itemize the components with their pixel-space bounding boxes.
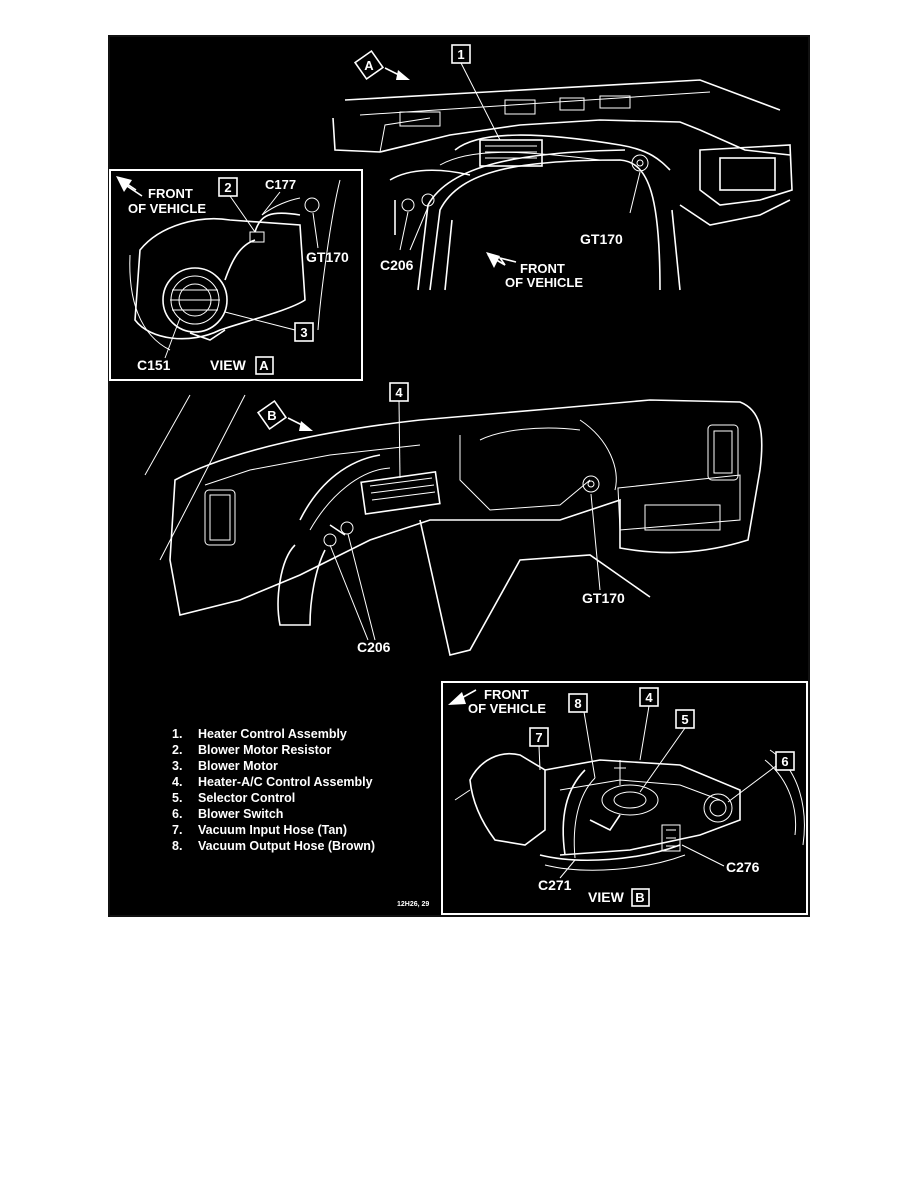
view-a-inset: FRONT OF VEHICLE [109, 169, 363, 381]
legend-text-5: Selector Control [198, 791, 295, 805]
callout-4-panel: 4 [389, 382, 409, 479]
legend-text-2: Blower Motor Resistor [198, 743, 331, 757]
c177-label: C177 [265, 177, 296, 192]
svg-text:2: 2 [224, 180, 231, 195]
svg-text:FRONT: FRONT [484, 687, 529, 702]
svg-text:OF VEHICLE: OF VEHICLE [128, 201, 206, 216]
legend-text-1: Heater Control Assembly [198, 727, 347, 741]
c151-label: C151 [137, 357, 171, 373]
legend-num-5: 5. [172, 791, 182, 805]
view-b-label: VIEW B [588, 888, 650, 907]
callout-5: 5 [639, 709, 695, 793]
legend-num-6: 6. [172, 807, 182, 821]
callout-8: 8 [568, 693, 596, 779]
svg-text:FRONT: FRONT [148, 186, 193, 201]
svg-text:B: B [267, 408, 276, 423]
c276-label: C276 [726, 859, 760, 875]
legend-text-6: Blower Switch [198, 807, 283, 821]
callout-1: 1 [451, 44, 501, 141]
view-a-arrow: A [353, 49, 410, 81]
legend-text-7: Vacuum Input Hose (Tan) [198, 823, 347, 837]
instrument-panel-illustration [144, 394, 763, 656]
legend-num-3: 3. [172, 759, 182, 773]
svg-text:1: 1 [457, 47, 464, 62]
svg-text:VIEW: VIEW [210, 357, 247, 373]
svg-text:OF VEHICLE: OF VEHICLE [468, 701, 546, 716]
callout-4-view-b: 4 [639, 687, 659, 761]
gt170-label-top: GT170 [580, 231, 623, 247]
view-a-label: VIEW A [210, 356, 274, 375]
svg-text:5: 5 [681, 712, 688, 727]
c206-label-top: C206 [380, 257, 414, 273]
svg-text:4: 4 [395, 385, 403, 400]
callout-7: 7 [529, 727, 549, 771]
callout-6: 6 [727, 751, 795, 803]
legend-num-7: 7. [172, 823, 182, 837]
c271-label: C271 [538, 877, 572, 893]
view-b-arrow: B [256, 399, 313, 431]
legend-num-4: 4. [172, 775, 182, 789]
top-dash-illustration [332, 79, 793, 291]
legend-num-2: 2. [172, 743, 182, 757]
front-of-vehicle-top: FRONT OF VEHICLE [486, 252, 583, 290]
svg-text:7: 7 [535, 730, 542, 745]
gt170-label-view-a: GT170 [306, 249, 349, 265]
svg-text:3: 3 [300, 325, 307, 340]
svg-text:VIEW: VIEW [588, 889, 625, 905]
legend-num-8: 8. [172, 839, 182, 853]
svg-text:4: 4 [645, 690, 653, 705]
c206-label-panel: C206 [357, 639, 391, 655]
callout-3: 3 [224, 311, 314, 342]
legend-text-8: Vacuum Output Hose (Brown) [198, 839, 375, 853]
svg-text:6: 6 [781, 754, 788, 769]
figure-id: 12H26, 29 [397, 901, 429, 908]
view-b-inset: FRONT OF VEHICLE [441, 681, 808, 915]
svg-text:A: A [259, 358, 269, 373]
legend-num-1: 1. [172, 727, 182, 741]
legend-text-3: Blower Motor [198, 759, 278, 773]
svg-text:A: A [364, 58, 374, 73]
svg-text:B: B [635, 890, 644, 905]
callout-2: 2 [218, 177, 256, 233]
svg-text:8: 8 [574, 696, 581, 711]
legend: 1. Heater Control Assembly 2. Blower Mot… [172, 727, 375, 853]
svg-text:OF VEHICLE: OF VEHICLE [505, 275, 583, 290]
svg-text:FRONT: FRONT [520, 261, 565, 276]
gt170-label-panel: GT170 [582, 590, 625, 606]
legend-text-4: Heater-A/C Control Assembly [198, 775, 373, 789]
